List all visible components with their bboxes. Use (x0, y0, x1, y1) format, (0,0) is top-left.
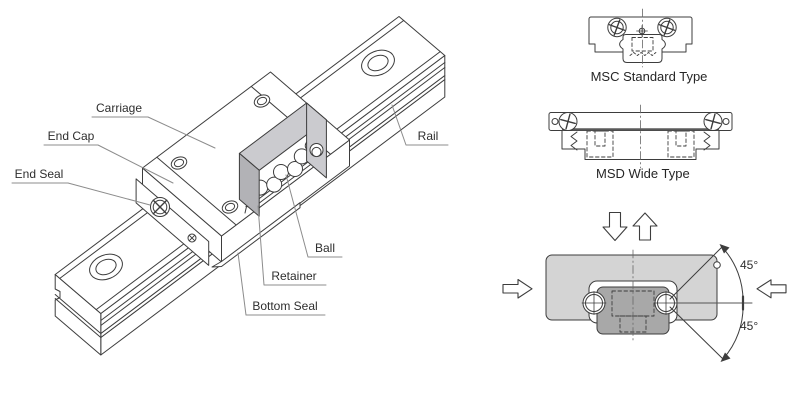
end-seal-leader (11, 182, 151, 206)
msd-screw (703, 112, 723, 131)
load-arrow-left (756, 279, 787, 299)
msd-edge-hole (551, 118, 559, 125)
end-cap-label: End Cap (47, 129, 95, 143)
msd-edge-hole (722, 118, 730, 125)
ball-leader (285, 174, 343, 258)
bottom-seal-label: Bottom Seal (252, 299, 318, 313)
rail-leader (391, 104, 449, 146)
cutaway-section (238, 102, 327, 217)
msd-side-seal (703, 131, 711, 151)
load-arrow-up (632, 212, 658, 241)
angle-lower-label: 45° (740, 319, 759, 333)
msd-screw (558, 112, 578, 131)
load-block-notch (713, 261, 721, 269)
carriage-label: Carriage (95, 101, 143, 115)
msc-rail-head (619, 34, 666, 63)
msc-cross-section (588, 8, 693, 68)
msd-cross-section (548, 104, 733, 169)
end-seal-screw (150, 197, 197, 243)
arc-arrowhead (720, 352, 731, 362)
carriage-hole (221, 200, 239, 214)
carriage-hole (253, 94, 271, 108)
retainer-label: Retainer (271, 269, 317, 283)
end-seal-label: End Seal (14, 167, 64, 181)
msd-caption: MSD Wide Type (596, 166, 690, 181)
msd-body (561, 130, 720, 160)
angle-arc (721, 246, 744, 360)
msc-screw (657, 17, 677, 38)
load-ball (581, 291, 607, 315)
retainer-leader (257, 205, 327, 286)
rail-mounting-hole (89, 253, 123, 281)
leader-lines (11, 104, 449, 316)
load-arrow-down (602, 211, 628, 242)
arc-arrowhead (719, 244, 730, 254)
msc-caption: MSC Standard Type (590, 69, 708, 84)
rail-label: Rail (417, 129, 439, 143)
rail-mounting-hole (361, 49, 395, 77)
rail-end-profile (54, 274, 102, 356)
carriage-hole (170, 156, 188, 170)
angle-upper-label: 45° (740, 258, 759, 272)
bottom-seal-leader (237, 252, 326, 316)
bottom-seal-strip (211, 202, 301, 268)
msc-screw (607, 17, 627, 38)
msd-side-seal (570, 131, 578, 151)
load-arrow-right (502, 278, 533, 299)
msc-center-mark (636, 25, 648, 37)
ball-label: Ball (314, 241, 335, 255)
load-direction-diagram (502, 211, 787, 362)
end-cap-leader (43, 144, 174, 184)
carriage-leader (91, 116, 216, 149)
